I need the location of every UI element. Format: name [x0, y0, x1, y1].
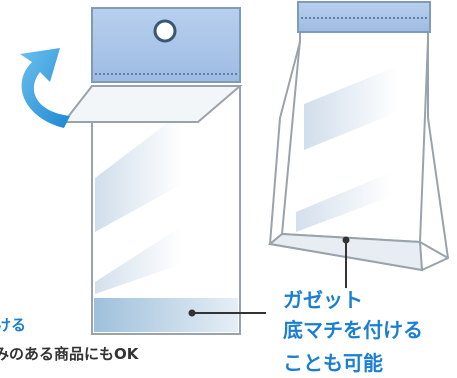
gusset-pointer-dot [342, 236, 350, 244]
fold-arrow-icon [20, 48, 70, 128]
gusset-bag [267, 1, 450, 272]
bag-shine [95, 226, 182, 294]
gusset-title: ガゼット [283, 288, 363, 312]
flat-header-bag [61, 7, 243, 335]
gusset-description-line2: ことも可能 [283, 351, 383, 375]
bag-shine [95, 112, 182, 232]
left-caption-title: ける [0, 316, 27, 334]
bottom-seal [94, 298, 238, 332]
bag-header [91, 7, 241, 83]
left-caption-description: みのある商品にもOK [0, 345, 139, 363]
gusset-header [297, 1, 431, 33]
seal-pointer-dot [188, 309, 196, 317]
folded-flap [61, 85, 243, 123]
gusset-description-line1: 底マチを付ける [283, 318, 423, 342]
hang-hole-icon [153, 19, 177, 43]
